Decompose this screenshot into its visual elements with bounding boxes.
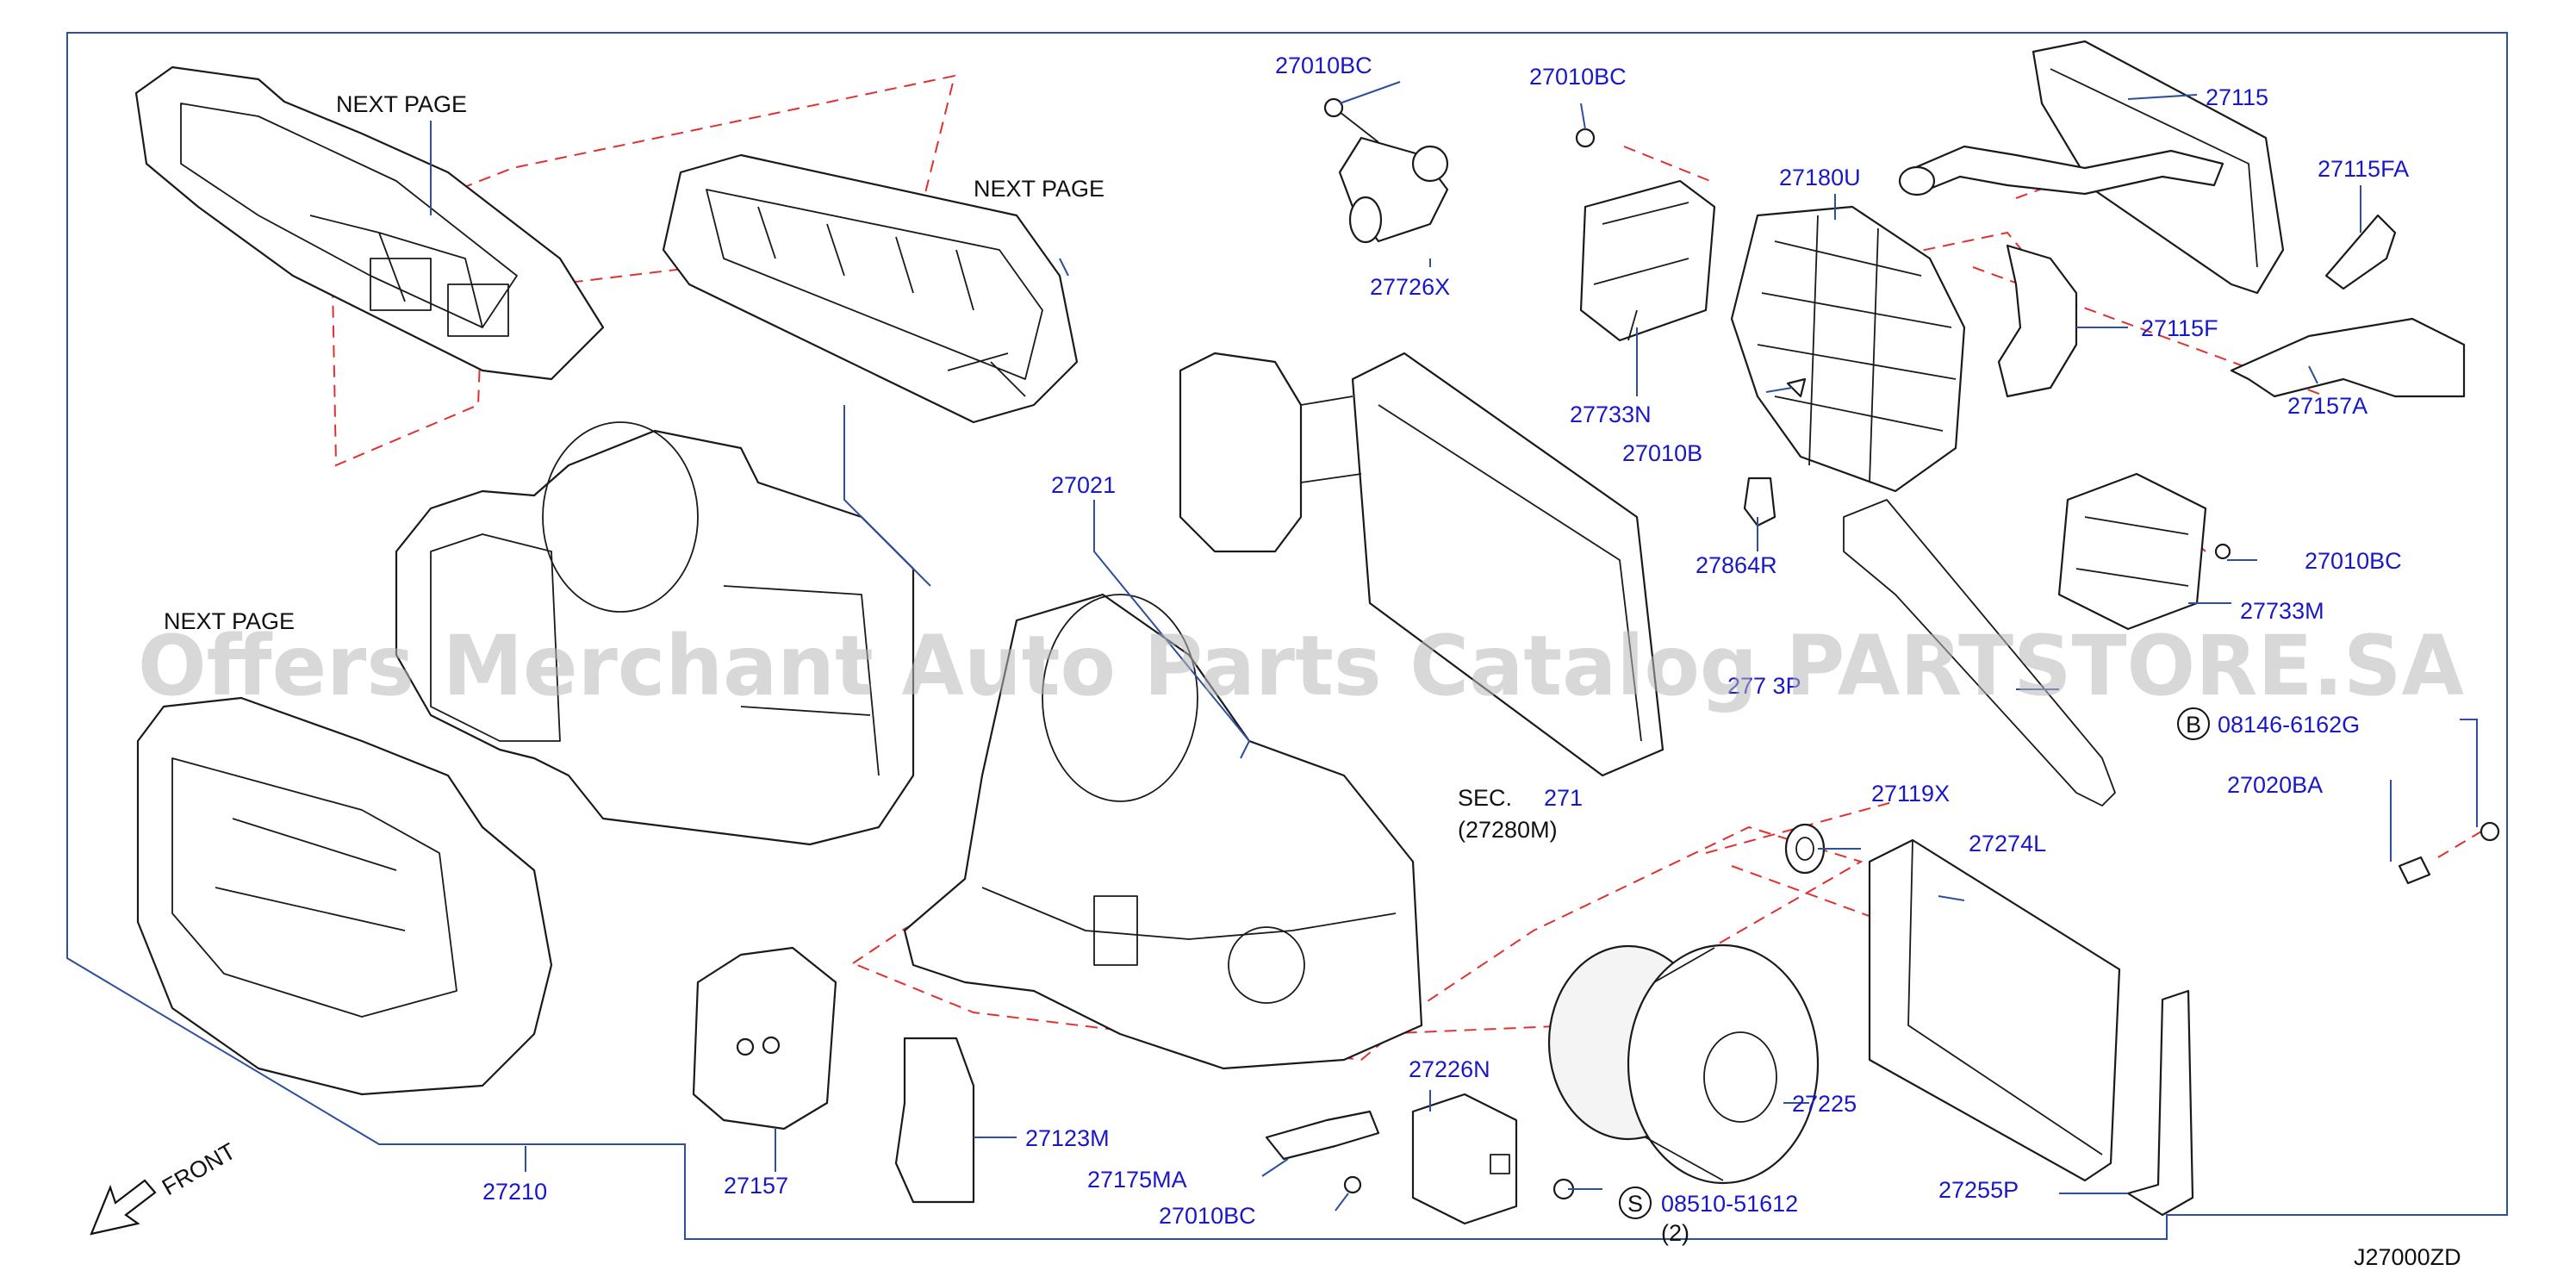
next-page-label-2: NEXT PAGE: [974, 176, 1104, 202]
part-label-27733n[interactable]: 27733N: [1570, 402, 1652, 427]
heater-core-27115-part: [1898, 40, 2285, 295]
part-label-27726x[interactable]: 27726X: [1370, 274, 1450, 300]
bolt-code-s-letter: S: [1627, 1191, 1643, 1217]
bolt-code-s-number: 08510-51612: [1661, 1191, 1798, 1217]
part-label-27020ba[interactable]: 27020BA: [2227, 772, 2323, 798]
part-label-27115f[interactable]: 27115F: [2141, 315, 2218, 341]
pipe-loop-27713p-part: [1843, 499, 2116, 807]
bolt-code-s[interactable]: S 08510-51612 (2): [1619, 1186, 1798, 1246]
bolt-code-b-number: 08146-6162G: [2218, 712, 2360, 738]
part-label-27180u[interactable]: 27180U: [1779, 165, 1861, 190]
section-number: 271: [1544, 785, 1583, 811]
part-label-27021[interactable]: 27021: [1051, 472, 1116, 498]
bracket-27175ma-part: [1265, 1110, 1380, 1161]
part-label-27274l[interactable]: 27274L: [1969, 831, 2046, 856]
part-label-27864r[interactable]: 27864R: [1696, 552, 1777, 578]
bolt-code-b[interactable]: B 08146-6162G: [2177, 707, 2360, 740]
filter-door-27255p-part: [2126, 989, 2194, 1217]
seal-27115f-part: [1997, 244, 2078, 398]
part-label-27157a[interactable]: 27157A: [2287, 393, 2368, 419]
part-label-27010b[interactable]: 27010B: [1622, 440, 1702, 466]
bolt-code-s-qty: (2): [1661, 1220, 1689, 1246]
upper-duct-part: [134, 65, 605, 381]
heater-case-27021-part: [395, 421, 915, 846]
screw-27010bc-part: [1343, 1175, 1362, 1194]
lower-heater-case-part: [903, 593, 1423, 1070]
evaporator-part: [1179, 352, 1664, 777]
part-label-27713p[interactable]: 277 3P: [1727, 673, 1801, 699]
watermark-text: Offers Merchant Auto Parts Catalog PARTS…: [138, 618, 2464, 714]
screw-27020ba-part: [2398, 821, 2500, 885]
diagram-id: J27000ZD: [2354, 1244, 2461, 1270]
part-label-27119x[interactable]: 27119X: [1871, 781, 1950, 807]
part-label-27225[interactable]: 27225: [1792, 1091, 1857, 1117]
part-label-27010bc-top-right[interactable]: 27010BC: [1529, 64, 1627, 90]
actuator-27733n-part: [1575, 128, 1716, 342]
next-page-label-3: NEXT PAGE: [164, 608, 295, 634]
part-label-27010bc-top[interactable]: 27010BC: [1275, 53, 1372, 78]
bracket-27123m-part: [894, 1037, 975, 1204]
part-label-27123m[interactable]: 27123M: [1025, 1125, 1110, 1151]
part-label-27255p[interactable]: 27255P: [1938, 1177, 2019, 1203]
resistor-27226n-part: [1411, 1093, 1575, 1225]
filter-27274l-part: [1868, 838, 2121, 1182]
cover-hole: [736, 1037, 755, 1056]
part-label-27010bc-right[interactable]: 27010BC: [2305, 548, 2402, 574]
intake-unit-27210-part: [136, 696, 553, 1096]
dashed-guide-blower: [850, 836, 1415, 1062]
intake-door-27180u-part: [1730, 205, 1966, 493]
part-label-27226n[interactable]: 27226N: [1409, 1056, 1490, 1082]
screw-27010b-part: [1786, 377, 1807, 398]
front-arrow-icon: [90, 1179, 157, 1236]
section-part: (27280M): [1458, 817, 1558, 843]
assembly-frame: [66, 32, 2508, 1240]
part-label-27210[interactable]: 27210: [482, 1179, 547, 1205]
clip-27115fa-part: [2324, 214, 2397, 290]
front-direction-indicator: FRONT: [90, 1138, 240, 1236]
blower-cover-27157-part: [692, 946, 837, 1130]
sensor-27864r-part: [1743, 476, 1776, 527]
bolt-code-b-letter: B: [2186, 712, 2201, 738]
duct-27157a-part: [2230, 317, 2466, 398]
part-label-27010bc-bottom[interactable]: 27010BC: [1159, 1203, 1256, 1229]
next-page-label-1: NEXT PAGE: [336, 91, 467, 117]
front-label: FRONT: [158, 1138, 240, 1200]
expansion-valve-part: [1323, 97, 1449, 244]
part-label-27175ma[interactable]: 27175MA: [1087, 1167, 1187, 1193]
part-label-27115[interactable]: 27115: [2206, 84, 2268, 110]
section-prefix: SEC.: [1458, 785, 1512, 811]
part-label-27157[interactable]: 27157: [724, 1173, 788, 1199]
section-reference[interactable]: SEC. 271 (27280M): [1458, 785, 1583, 843]
blower-motor-27225-part: [1547, 944, 1820, 1185]
leader-lines: [430, 81, 2478, 1211]
part-label-27733m[interactable]: 27733M: [2240, 598, 2324, 624]
part-label-27115fa[interactable]: 27115FA: [2318, 156, 2409, 182]
upper-heater-case-part: [662, 153, 1079, 424]
cover-hole: [762, 1036, 781, 1055]
actuator-27733m-part: [2057, 472, 2231, 631]
